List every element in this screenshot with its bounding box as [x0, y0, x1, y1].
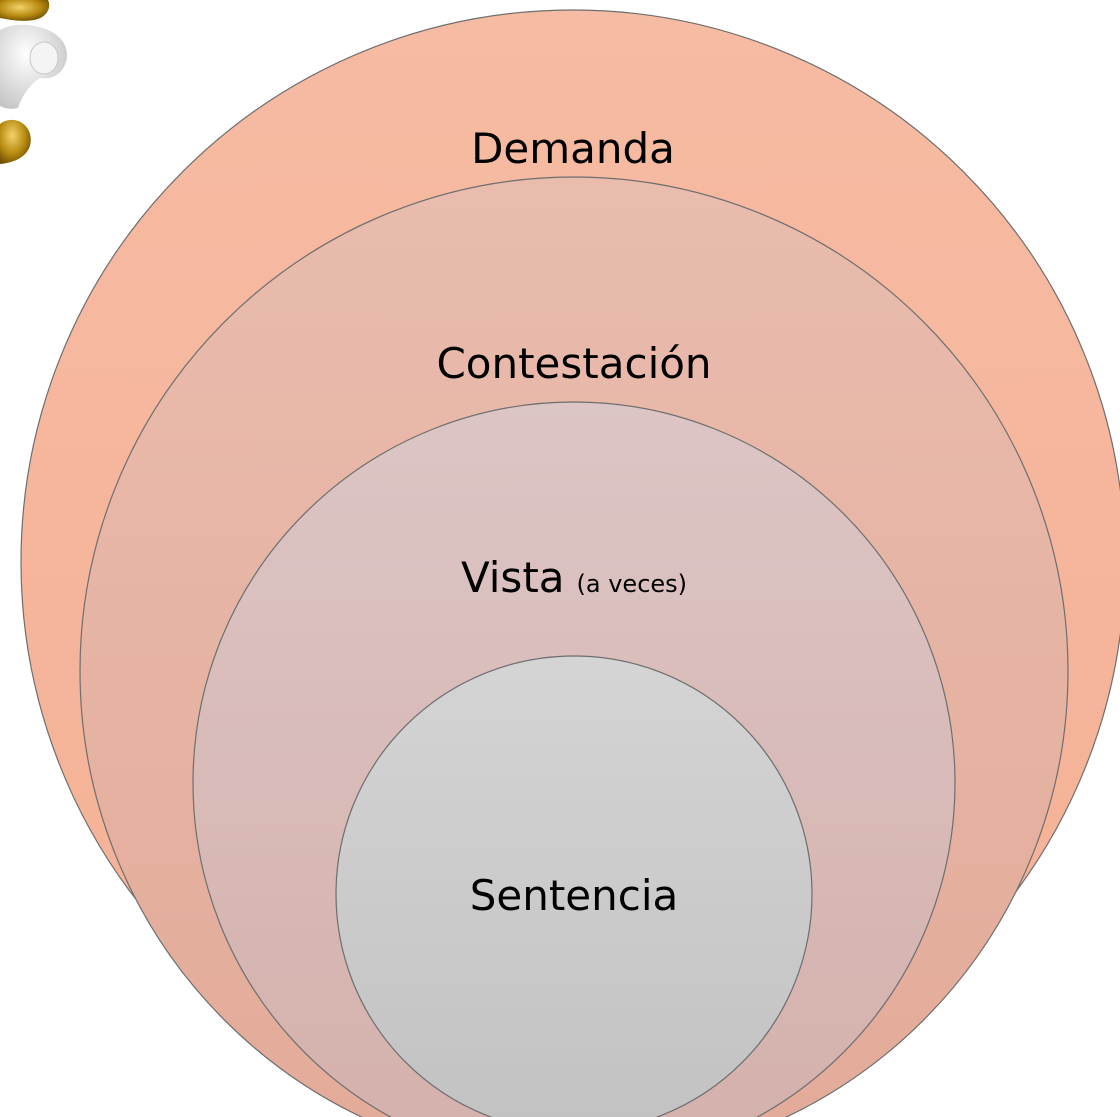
ring-sentencia-shape [335, 655, 813, 1117]
ring-sentencia: Sentencia [335, 655, 813, 1117]
3d-figure-icon [0, 0, 68, 164]
ring-vista-label-group: Vista (a veces) [461, 553, 687, 602]
ring-contestacion-label: Contestación [436, 339, 711, 388]
ring-demanda-label: Demanda [471, 124, 675, 173]
ring-vista-note: (a veces) [577, 570, 688, 598]
ring-sentencia-label: Sentencia [470, 871, 679, 920]
ring-vista-label: Vista [461, 553, 565, 602]
